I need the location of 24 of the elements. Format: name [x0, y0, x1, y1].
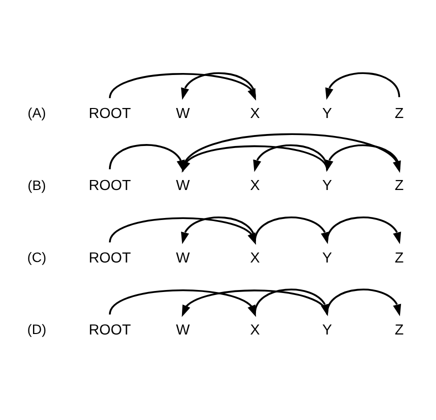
- node-text: ROOT: [88, 322, 131, 338]
- label: (A): [28, 106, 46, 121]
- node-text: W: [176, 250, 190, 266]
- node-text: Y: [322, 178, 332, 194]
- node-text: X: [250, 250, 260, 266]
- node-text: Y: [322, 250, 332, 266]
- label: (C): [27, 250, 46, 265]
- node-text: Z: [394, 106, 404, 122]
- node-text: X: [250, 106, 260, 122]
- node-text: Y: [322, 322, 332, 338]
- node-text: X: [250, 178, 260, 194]
- node-text: W: [176, 322, 190, 338]
- node-text: Z: [394, 322, 404, 338]
- node-text: ROOT: [88, 106, 131, 122]
- node-text: Z: [394, 178, 404, 194]
- node-text: W: [176, 106, 190, 122]
- node-text: X: [250, 322, 260, 338]
- label: (B): [28, 178, 46, 193]
- node-text: ROOT: [88, 178, 131, 194]
- node-text: Y: [322, 106, 332, 122]
- node-text: Z: [394, 250, 404, 266]
- label: (D): [27, 322, 46, 338]
- node-text: W: [176, 178, 190, 194]
- node-text: ROOT: [88, 250, 131, 266]
